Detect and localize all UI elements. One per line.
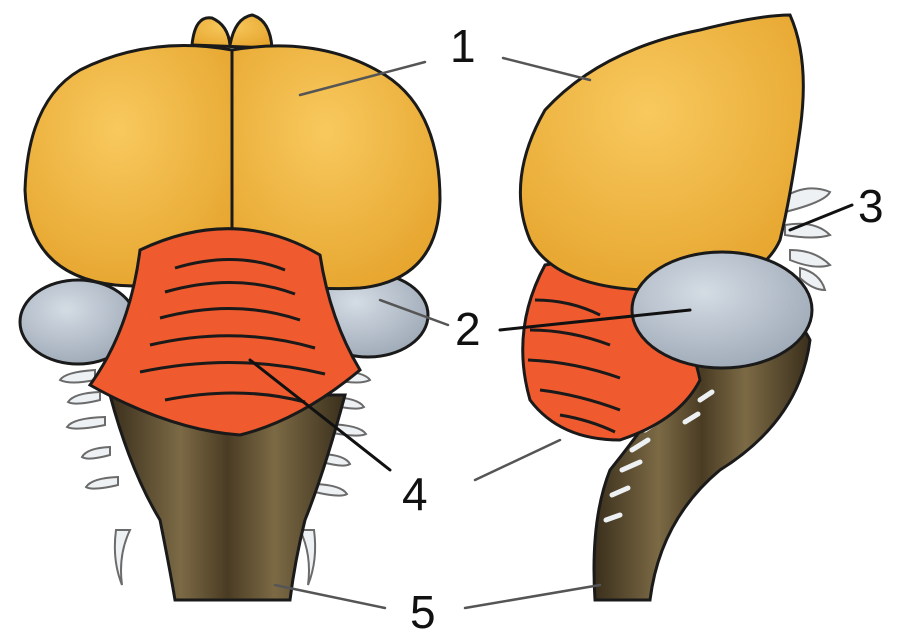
dorsal-view [20, 15, 440, 600]
label-5: 5 [410, 586, 436, 638]
label-1: 1 [450, 20, 476, 72]
lateral-view [520, 15, 830, 600]
optic-lobe-lateral [632, 252, 812, 368]
cerebral-hemisphere-lateral [520, 15, 803, 290]
label-4: 4 [402, 468, 428, 520]
label-3: 3 [858, 180, 884, 232]
label-2: 2 [455, 303, 481, 355]
olfactory-bulbs [192, 15, 272, 48]
